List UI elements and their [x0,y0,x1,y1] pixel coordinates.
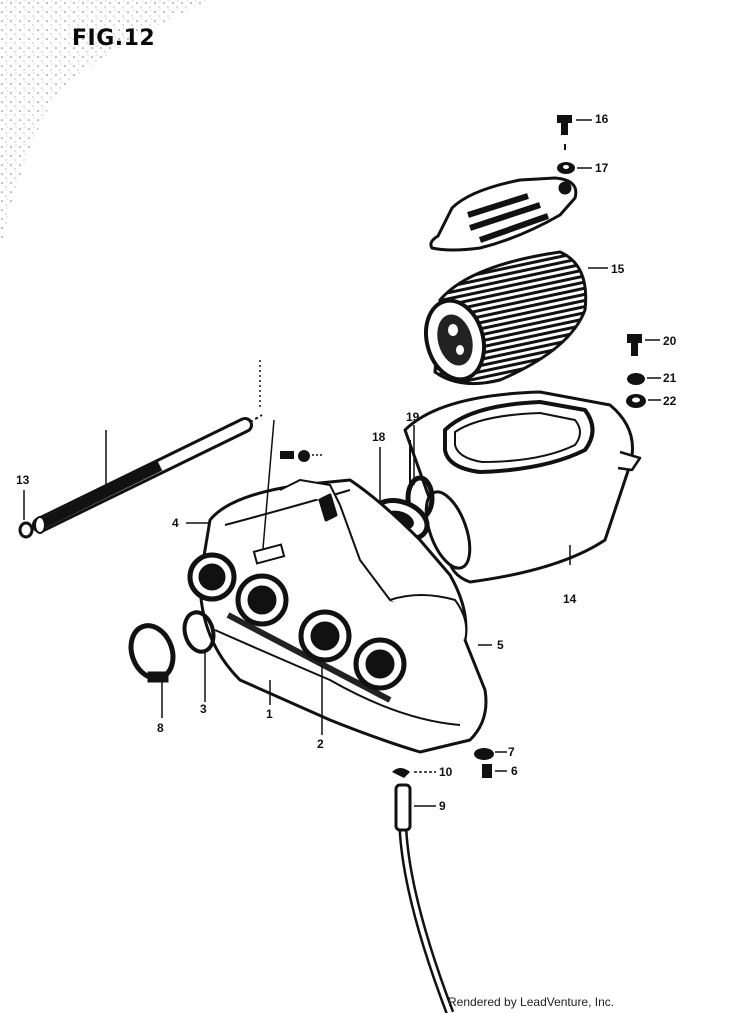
part-8-clamp [128,623,176,718]
part-15-air-filter [424,250,608,386]
part-21-nut [627,373,661,385]
callout-14: 14 [563,592,577,606]
callout-18: 18 [372,430,386,444]
callout-9: 9 [439,799,446,813]
part-6-screw [482,764,507,778]
callout-5: 5 [497,638,504,652]
part-13-clip [18,490,34,539]
callout-19: 19 [406,410,420,424]
callout-21: 21 [663,371,677,385]
footer-credit: Rendered by LeadVenture, Inc. [448,995,615,1009]
part-9-drain-hose [394,783,455,1013]
callout-3: 3 [200,702,207,716]
part-22-washer [626,394,661,408]
part-7-washer-lower [474,748,507,760]
callout-13: 13 [16,473,30,487]
callout-4: 4 [172,516,179,530]
callout-7: 7 [508,745,515,759]
filter-cover-plate [429,176,578,252]
part-14-filter-housing [403,390,642,584]
breather-tube [32,360,263,534]
part-10-clip [392,768,436,778]
callout-2: 2 [317,737,324,751]
callout-6: 6 [511,764,518,778]
part-17-washer [557,162,592,174]
callout-16: 16 [595,112,609,126]
callout-20: 20 [663,334,677,348]
part-7-screw-upper [252,419,322,565]
part-16-bolt [557,115,592,150]
callout-1: 1 [266,707,273,721]
callout-15: 15 [611,262,625,276]
callout-10: 10 [439,765,453,779]
callout-22: 22 [663,394,677,408]
callout-17: 17 [595,161,609,175]
figure-title: FIG.12 [72,26,156,51]
scan-noise [0,0,210,250]
part-20-bolt [627,334,660,356]
part-3-ring [182,610,216,702]
callout-8: 8 [157,721,164,735]
part-2-carb-boots [187,552,407,735]
